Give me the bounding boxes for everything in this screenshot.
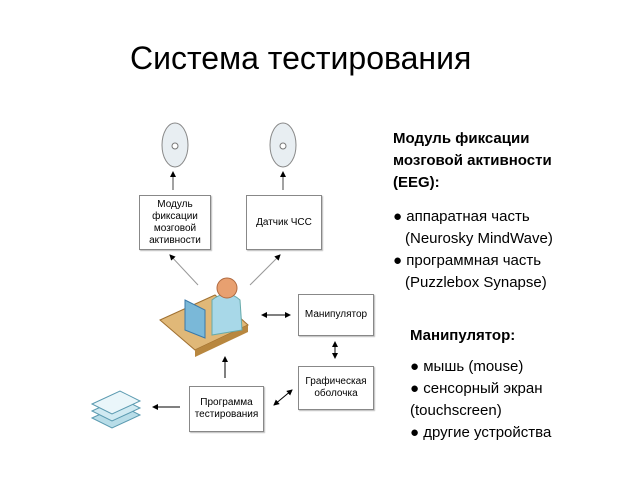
disk-icon bbox=[161, 122, 189, 168]
list-item: ● другие устройства bbox=[410, 424, 552, 441]
list-item: ● аппаратная часть bbox=[393, 208, 530, 225]
brain-module-box: Модуль фиксации мозговой активности bbox=[139, 195, 211, 250]
list-item: ● программная часть bbox=[393, 252, 542, 269]
list-item: ● мышь (mouse) bbox=[410, 358, 524, 375]
list-item: (Neurosky MindWave) bbox=[405, 230, 553, 247]
hr-sensor-box: Датчик ЧСС bbox=[246, 195, 322, 250]
manipulator-list: ● мышь (mouse) ● сенсорный экран (touchs… bbox=[410, 356, 551, 444]
disk-icon bbox=[269, 122, 297, 168]
manipulator-heading: Манипулятор: bbox=[410, 327, 516, 344]
manipulator-box: Манипулятор bbox=[298, 294, 374, 336]
gui-box: Графическая оболочка bbox=[298, 366, 374, 410]
user-at-computer-icon bbox=[159, 277, 249, 357]
documents-icon bbox=[90, 390, 142, 429]
brain-heading: Модуль фиксации мозговой активности (EEG… bbox=[393, 130, 552, 191]
brain-list: ● аппаратная часть (Neurosky MindWave) ●… bbox=[393, 206, 553, 294]
test-program-box: Программа тестирования bbox=[189, 386, 264, 432]
slide-title: Система тестирования bbox=[130, 40, 472, 76]
list-item: ● сенсорный экран bbox=[410, 380, 543, 397]
list-item: (Puzzlebox Synapse) bbox=[405, 274, 547, 291]
list-item: (touchscreen) bbox=[410, 402, 502, 419]
